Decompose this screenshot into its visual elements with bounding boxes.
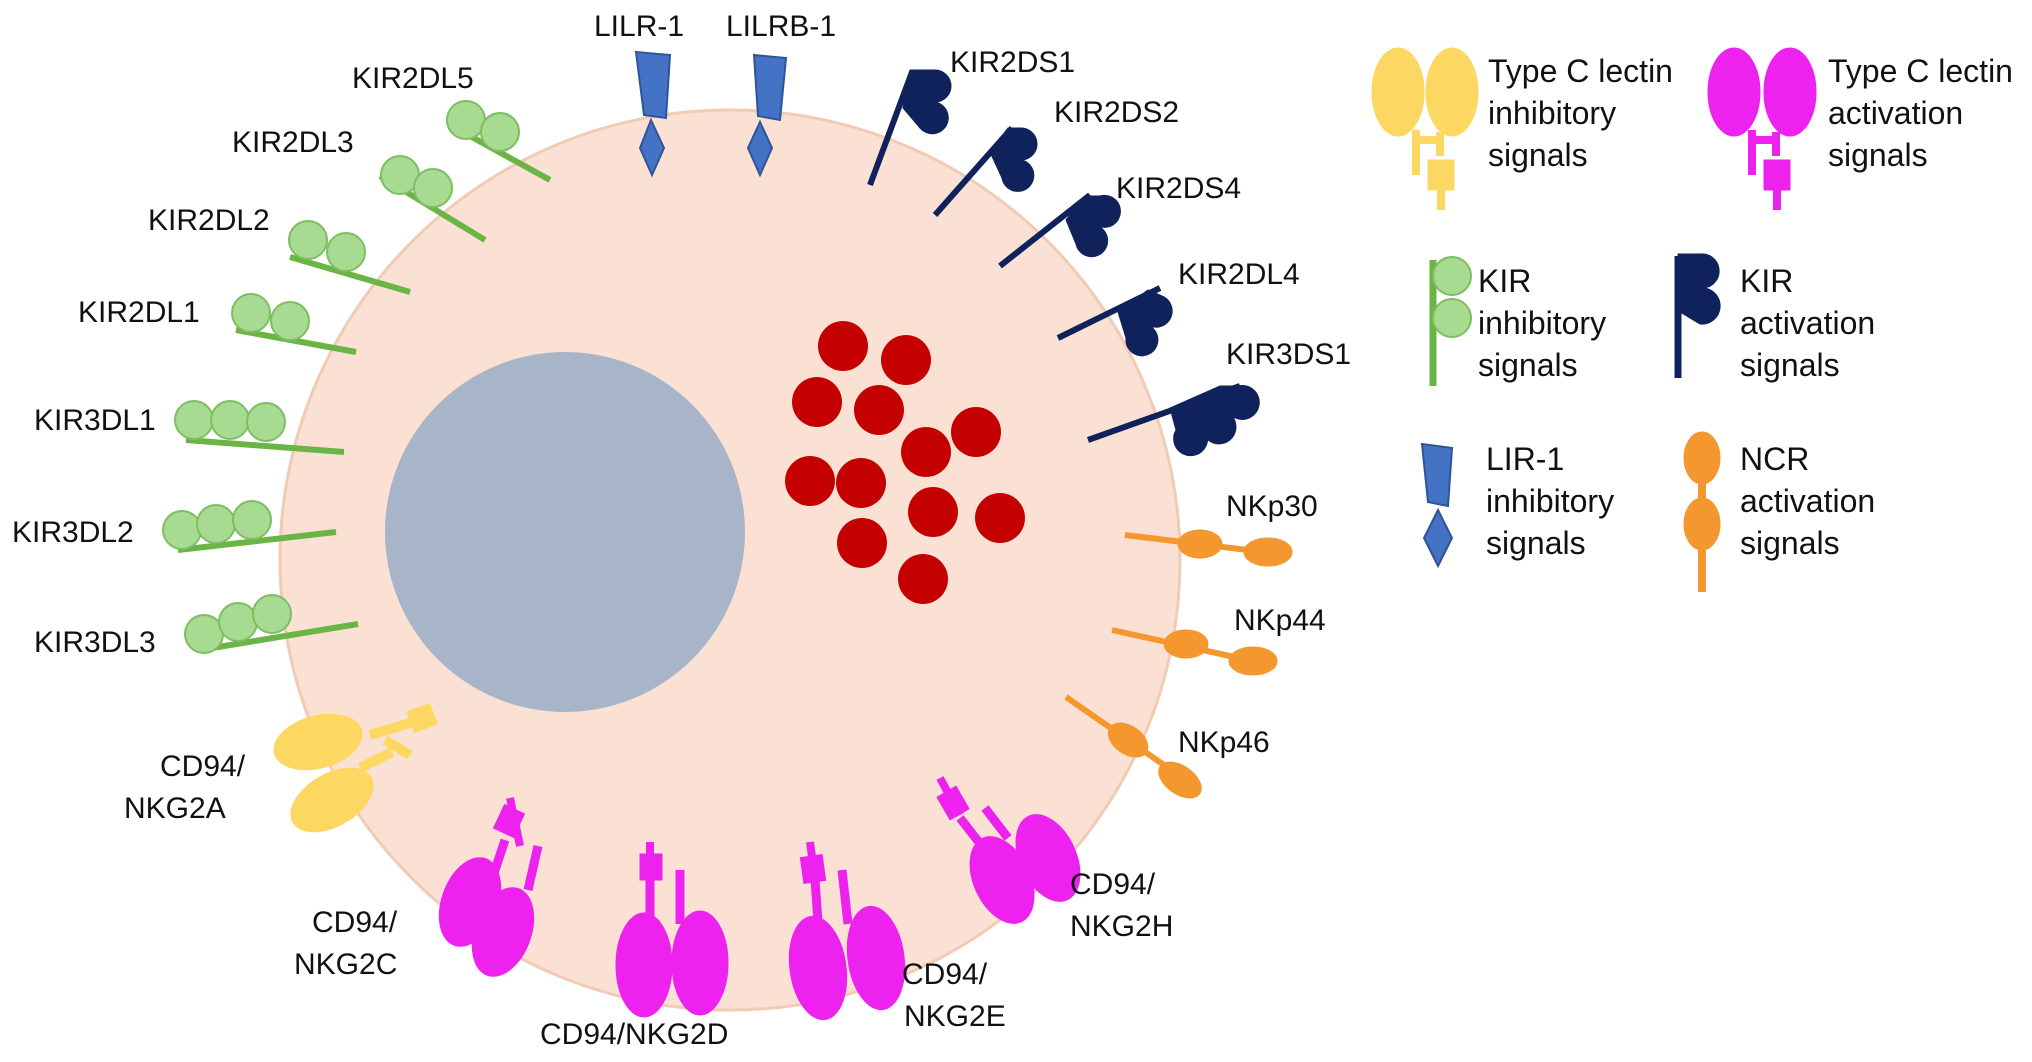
ncr-receptors xyxy=(1064,529,1293,799)
legend-lir-line1: LIR-1 xyxy=(1486,441,1564,477)
label-cd94-nkg2c-line1: CD94/ xyxy=(312,906,398,939)
granule xyxy=(836,458,886,508)
legend-lectin-inhibitory-line3: signals xyxy=(1488,137,1588,173)
label-kir3ds1: KIR3DS1 xyxy=(1226,338,1351,371)
legend-ncr-line3: signals xyxy=(1740,525,1840,561)
label-cd94-nkg2h-line2: NKG2H xyxy=(1070,910,1173,943)
kir2dl5-receptor xyxy=(446,100,552,183)
kir3dl1-receptor xyxy=(174,400,345,455)
legend-icon-lectin-inhibitory xyxy=(1371,47,1479,210)
lilr-1-receptor xyxy=(634,50,672,178)
label-kir2dl3: KIR2DL3 xyxy=(232,126,354,159)
granule xyxy=(818,321,868,371)
kir2dl2-receptor xyxy=(288,220,411,295)
kir2dl3-receptor xyxy=(378,155,487,243)
label-lilr-1: LILR-1 xyxy=(594,10,684,43)
legend: Type C lectin inhibitory signals Type C … xyxy=(1371,47,2013,592)
nkp30-receptor xyxy=(1124,529,1293,567)
legend-lectin-inhibitory-line1: Type C lectin xyxy=(1488,53,1673,89)
kir2dl4-receptor xyxy=(1056,285,1173,357)
cell-nucleus xyxy=(385,352,745,712)
cd94-nkg2c-receptor xyxy=(438,797,543,977)
legend-icon-lir xyxy=(1420,442,1454,569)
label-kir3dl3: KIR3DL3 xyxy=(34,626,156,659)
legend-icon-ncr xyxy=(1683,431,1721,592)
label-cd94-nkg2h-line1: CD94/ xyxy=(1070,868,1156,901)
kir2ds4-receptor xyxy=(998,192,1121,269)
kir2ds2-receptor xyxy=(932,126,1038,217)
label-nkp30: NKp30 xyxy=(1226,490,1318,523)
cd94-nkg2e-receptor xyxy=(788,841,906,1021)
legend-lir-line3: signals xyxy=(1486,525,1586,561)
kir3dl3-receptor xyxy=(184,594,359,654)
kir-activation-receptors xyxy=(867,69,1260,457)
kir3ds1-receptor xyxy=(1086,383,1260,457)
lir-receptors xyxy=(634,50,788,178)
legend-ncr-line2: activation xyxy=(1740,483,1875,519)
legend-ncr-line1: NCR xyxy=(1740,441,1809,477)
kir3dl2-receptor xyxy=(162,500,337,553)
kir2dl1-receptor xyxy=(231,293,357,355)
kir2ds1-receptor xyxy=(867,69,952,187)
granule xyxy=(785,456,835,506)
legend-kir-activation-line3: signals xyxy=(1740,347,1840,383)
label-cd94-nkg2c-line2: NKG2C xyxy=(294,948,397,981)
granule xyxy=(975,493,1025,543)
label-kir2dl4: KIR2DL4 xyxy=(1178,258,1300,291)
legend-lectin-inhibitory-line2: inhibitory xyxy=(1488,95,1616,131)
granule xyxy=(837,518,887,568)
legend-icon-lectin-activation xyxy=(1707,47,1817,210)
label-cd94-nkg2e-line2: NKG2E xyxy=(904,1000,1006,1033)
granule xyxy=(881,335,931,385)
label-kir2dl2: KIR2DL2 xyxy=(148,204,270,237)
granule xyxy=(951,407,1001,457)
label-kir3dl2: KIR3DL2 xyxy=(12,516,134,549)
label-nkp46: NKp46 xyxy=(1178,726,1270,759)
label-kir3dl1: KIR3DL1 xyxy=(34,404,156,437)
lilrb-1-receptor xyxy=(746,53,788,178)
kir-inhibitory-receptors xyxy=(162,100,552,654)
granule xyxy=(792,377,842,427)
label-kir2dl1: KIR2DL1 xyxy=(78,296,200,329)
cd94-nkg2d-receptor xyxy=(615,842,729,1018)
legend-kir-inhibitory-line1: KIR xyxy=(1478,263,1531,299)
legend-lectin-activation-line2: activation xyxy=(1828,95,1963,131)
label-lilrb-1: LILRB-1 xyxy=(726,10,836,43)
granule xyxy=(898,554,948,604)
granule xyxy=(854,385,904,435)
label-kir2ds4: KIR2DS4 xyxy=(1116,172,1241,205)
legend-icon-kir-activation xyxy=(1674,253,1721,378)
lectin-activation-receptors xyxy=(438,776,1081,1021)
label-cd94-nkg2a-line1: CD94/ xyxy=(160,750,246,783)
legend-icon-kir-inhibitory xyxy=(1429,256,1472,386)
granules xyxy=(785,321,1025,604)
cd94-nkg2h-receptor xyxy=(936,776,1081,924)
label-kir2ds2: KIR2DS2 xyxy=(1054,96,1179,129)
legend-kir-inhibitory-line3: signals xyxy=(1478,347,1578,383)
legend-kir-inhibitory-line2: inhibitory xyxy=(1478,305,1606,341)
legend-lir-line2: inhibitory xyxy=(1486,483,1614,519)
receptor-labels: KIR2DL5 KIR2DL3 KIR2DL2 KIR2DL1 KIR3DL1 … xyxy=(12,10,1351,1051)
label-kir2dl5: KIR2DL5 xyxy=(352,62,474,95)
nkp44-receptor xyxy=(1111,627,1278,676)
label-kir2ds1: KIR2DS1 xyxy=(950,46,1075,79)
granule xyxy=(901,427,951,477)
label-cd94-nkg2e-line1: CD94/ xyxy=(902,958,988,991)
legend-lectin-activation-line1: Type C lectin xyxy=(1828,53,2013,89)
nkp46-receptor xyxy=(1064,694,1202,799)
legend-kir-activation-line2: activation xyxy=(1740,305,1875,341)
granule xyxy=(908,487,958,537)
label-cd94-nkg2a-line2: NKG2A xyxy=(124,792,226,825)
label-nkp44: NKp44 xyxy=(1234,604,1326,637)
label-cd94-nkg2d: CD94/NKG2D xyxy=(540,1018,728,1051)
legend-lectin-activation-line3: signals xyxy=(1828,137,1928,173)
cd94-nkg2a-receptor xyxy=(273,702,438,833)
legend-kir-activation-line1: KIR xyxy=(1740,263,1793,299)
